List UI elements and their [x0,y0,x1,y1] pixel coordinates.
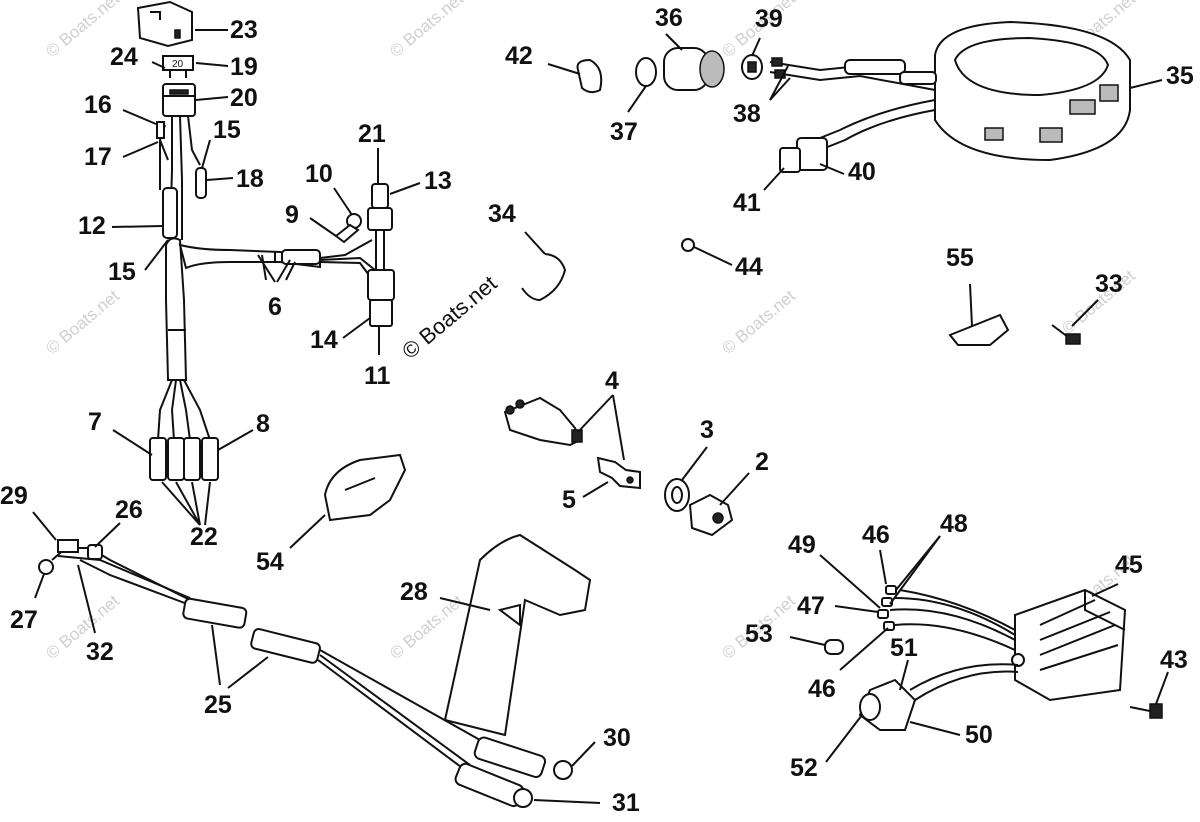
callout-24: 24 [110,43,138,71]
callout-6: 6 [268,293,282,321]
callout-43: 43 [1160,646,1188,674]
watermark-main: © Boats.net [397,271,501,364]
callout-40: 40 [848,158,876,186]
callout-42: 42 [505,42,533,70]
callout-49: 49 [788,531,816,559]
callout-18: 18 [236,165,264,193]
callout-2: 2 [755,448,769,476]
callout-11: 11 [364,362,391,390]
callout-32: 32 [86,638,114,666]
callout-21: 21 [358,120,386,148]
callout-36: 36 [655,4,683,32]
callout-44: 44 [735,253,763,281]
callout-27: 27 [10,606,38,634]
callout-54: 54 [256,548,284,576]
callout-22: 22 [190,523,218,551]
callout-37: 37 [610,118,638,146]
fuse-holder-20 [162,83,196,117]
callout-39: 39 [755,5,783,33]
callout-16: 16 [84,91,112,119]
callout-51: 51 [890,634,918,662]
callout-41: 41 [733,189,761,217]
callout-26: 26 [115,496,143,524]
callout-19: 19 [230,53,258,81]
callout-31: 31 [612,789,640,817]
callout-45: 45 [1115,551,1143,579]
callout-30: 30 [603,724,631,752]
callout-53: 53 [745,620,773,648]
callout-12: 12 [78,212,106,240]
callout-23: 23 [230,16,258,44]
part-drawings: 20 [38,0,1163,808]
callout-46a: 46 [862,521,890,549]
callout-20: 20 [230,84,258,112]
fuse-label: 20 [172,59,184,70]
watermark: © Boats.net [718,286,799,358]
callout-14: 14 [310,326,338,354]
watermark: © Boats.net [386,0,467,61]
fuse-19: 20 [162,55,194,78]
callout-52: 52 [790,754,818,782]
callout-10: 10 [305,160,333,188]
callout-25: 25 [204,691,232,719]
relay-cover-23 [136,0,193,48]
callout-38: 38 [733,100,761,128]
callout-4: 4 [605,367,619,395]
callout-55: 55 [946,244,974,272]
callout-33: 33 [1095,270,1123,298]
callout-5: 5 [562,486,576,514]
callout-13: 13 [424,167,452,195]
leader-lines [32,29,1169,804]
callout-8: 8 [256,410,270,438]
callout-48: 48 [940,510,968,538]
callout-28: 28 [400,578,428,606]
callout-numbers: 23 24 19 20 16 15 17 18 12 15 6 21 10 13… [0,4,1194,817]
callout-46b: 46 [808,675,836,703]
watermark: © Boats.net [42,286,123,358]
callout-17: 17 [84,143,112,171]
callout-15b: 15 [108,258,136,286]
callout-34: 34 [488,200,516,228]
callout-35: 35 [1166,62,1194,90]
callout-15a: 15 [213,116,241,144]
callout-3: 3 [700,416,714,444]
callout-7: 7 [88,408,102,436]
callout-50: 50 [965,721,993,749]
callout-29: 29 [0,482,28,510]
callout-47: 47 [797,592,825,620]
callout-9: 9 [285,201,299,229]
